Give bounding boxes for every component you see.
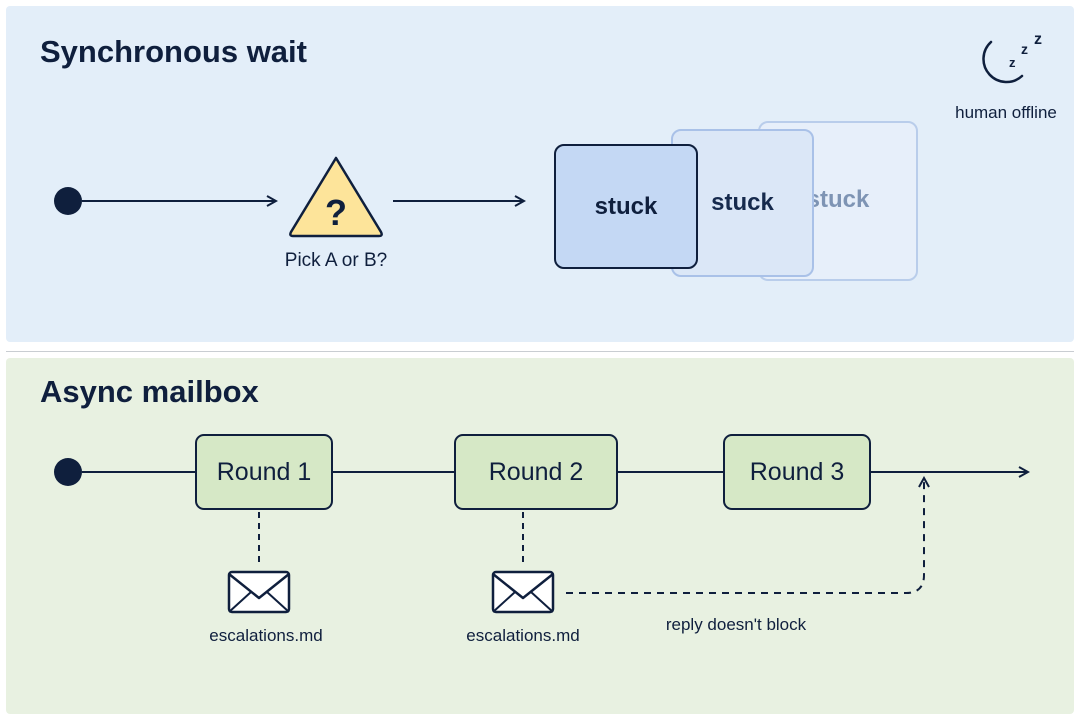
svg-text:z: z — [1009, 55, 1016, 70]
reply-dashed-arrow — [566, 478, 924, 594]
question-warning-icon: ? — [289, 156, 383, 238]
panel-divider — [6, 351, 1074, 352]
round-3-box: Round 3 — [723, 434, 871, 510]
async-panel: Async mailbox Round 1 Round 2 Round 3 es… — [6, 358, 1074, 714]
sync-panel-title: Synchronous wait — [40, 34, 307, 69]
svg-text:z: z — [1034, 31, 1042, 48]
escalations-file-label-1: escalations.md — [209, 626, 323, 645]
svg-text:?: ? — [325, 192, 347, 233]
stuck-card-front: stuck — [554, 144, 698, 269]
decision-label: Pick A or B? — [284, 250, 388, 271]
sync-start-dot — [54, 187, 82, 215]
sync-panel: Synchronous wait ? z z z Pick A or B? hu… — [6, 6, 1074, 342]
svg-text:z: z — [1021, 41, 1028, 57]
reply-label: reply doesn't block — [665, 615, 807, 634]
async-panel-title: Async mailbox — [40, 374, 259, 409]
moon-zzz-icon: z z z — [982, 31, 1042, 84]
round-2-box: Round 2 — [454, 434, 618, 510]
escalations-file-label-2: escalations.md — [466, 626, 580, 645]
sync-flow-diagram: ? z z z — [54, 31, 1042, 238]
envelope-icon — [491, 570, 555, 614]
human-offline-label: human offline — [955, 103, 1057, 122]
envelope-icon — [227, 570, 291, 614]
async-start-dot — [54, 458, 82, 486]
round-1-box: Round 1 — [195, 434, 333, 510]
async-flow-diagram — [54, 458, 1074, 614]
